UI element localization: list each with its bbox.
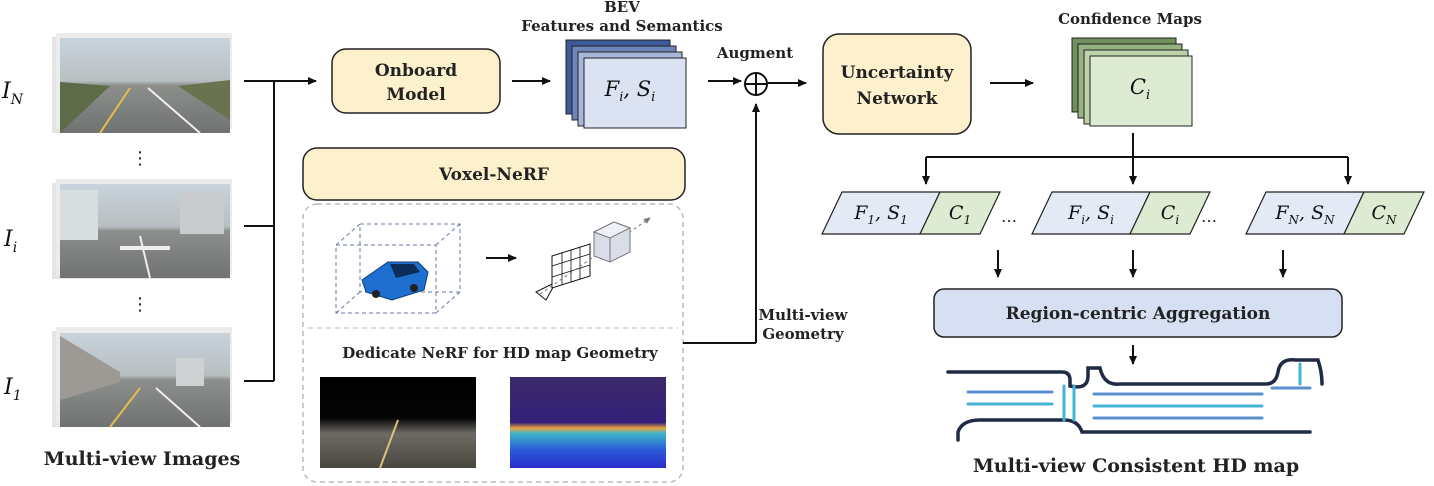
split-connectors [922,133,1352,185]
output-caption: Multi-view Consistent HD map [973,455,1299,477]
ellipsis-bottom: ⋮ [131,294,149,315]
input-connectors [244,77,317,382]
uncertainty-network-box [822,33,972,135]
pair-n-fs: FN, SN [1274,202,1335,227]
nerf-rgb-render [320,377,476,469]
pair-n-c: CN [1371,202,1397,227]
confidence-title: Confidence Maps [1058,10,1202,28]
aggregation-box [933,288,1343,338]
input-image-n [52,33,232,134]
bev-title-1: BEV [604,0,640,16]
uncertainty-label-1: Uncertainty [841,63,955,83]
hd-map [946,358,1324,442]
nerf-depth-render [510,377,666,468]
augment-symbol [744,72,768,96]
feature-pair-n [1245,191,1425,235]
input-label-i: Ii [3,227,17,256]
bev-title-2: Features and Semantics [521,17,722,35]
confidence-map-stack [1071,37,1193,127]
pair-ellipsis-2: … [1201,207,1217,226]
input-label-n: IN [1,79,24,108]
input-image-1 [52,327,232,428]
bev-content: Fi, Si [604,77,656,105]
pair-i-fs: Fi, Si [1067,202,1114,227]
feature-pair-i [1031,191,1211,235]
ellipsis-top: ⋮ [131,148,149,169]
onboard-model-label-2: Model [386,85,446,105]
voxel-nerf-title: Voxel-NeRF [438,165,549,185]
geometry-connector [683,103,760,344]
bev-feature-stack [565,39,687,129]
aggregation-arrows [994,250,1287,278]
input-image-i [52,179,232,279]
uncertainty-label-2: Network [857,89,939,109]
confidence-content: Ci [1130,75,1150,103]
geometry-label-2: Geometry [762,325,845,343]
voxel-nerf-subtitle: Dedicate NeRF for HD map Geometry [342,344,659,362]
pair-ellipsis-1: … [1001,207,1017,226]
car-icon [361,261,429,301]
onboard-model-label-1: Onboard [375,61,457,81]
inputs-caption: Multi-view Images [44,448,241,470]
pair-i-c: Ci [1161,202,1180,227]
feature-pair-1 [821,191,1001,235]
voxel-nerf-title-box [302,147,686,201]
onboard-model-box [331,48,501,114]
pair-1-c: C1 [949,202,971,227]
input-label-1: I1 [3,375,22,404]
aggregation-label: Region-centric Aggregation [1006,304,1271,324]
ray-sampling-icon [535,217,651,301]
geometry-label-1: Multi-view [759,306,849,324]
augment-label: Augment [716,44,793,62]
pair-1-fs: F1, S1 [853,202,908,227]
